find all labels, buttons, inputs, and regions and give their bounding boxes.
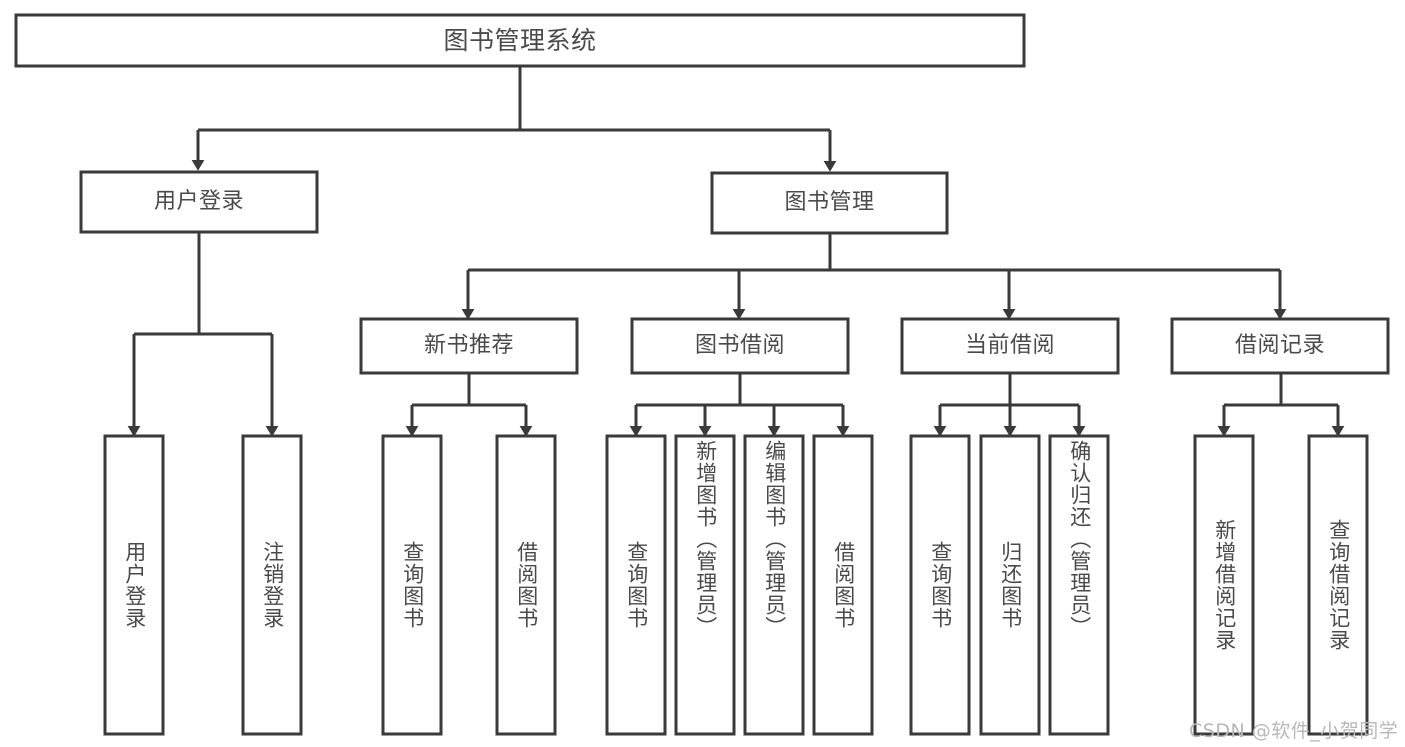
node-leaf-return-book[interactable]	[979, 434, 1041, 736]
node-root[interactable]	[14, 13, 1026, 68]
node-leaf-query-borrow-record[interactable]	[1307, 434, 1369, 736]
node-new-book-recommend[interactable]	[359, 317, 579, 375]
node-book-manage[interactable]	[710, 171, 949, 235]
node-leaf-borrow-book-2[interactable]	[812, 434, 874, 736]
node-borrow-record[interactable]	[1170, 317, 1390, 375]
node-leaf-query-book-2[interactable]	[605, 434, 667, 736]
node-leaf-add-book-admin[interactable]	[674, 434, 736, 736]
node-leaf-query-book-3[interactable]	[909, 434, 971, 736]
node-leaf-edit-book-admin[interactable]	[743, 434, 805, 736]
node-book-borrow[interactable]	[630, 317, 850, 375]
node-leaf-logout[interactable]	[241, 434, 303, 736]
node-current-borrow[interactable]	[900, 317, 1120, 375]
csdn-watermark: CSDN @软件_小贺同学	[1189, 720, 1399, 742]
node-leaf-user-login[interactable]	[103, 434, 165, 736]
node-leaf-confirm-return-admin[interactable]	[1048, 434, 1110, 736]
node-leaf-query-book-1[interactable]	[381, 434, 443, 736]
node-leaf-add-borrow-record[interactable]	[1193, 434, 1255, 736]
node-user-login[interactable]	[79, 170, 319, 234]
node-leaf-borrow-book-1[interactable]	[495, 434, 557, 736]
